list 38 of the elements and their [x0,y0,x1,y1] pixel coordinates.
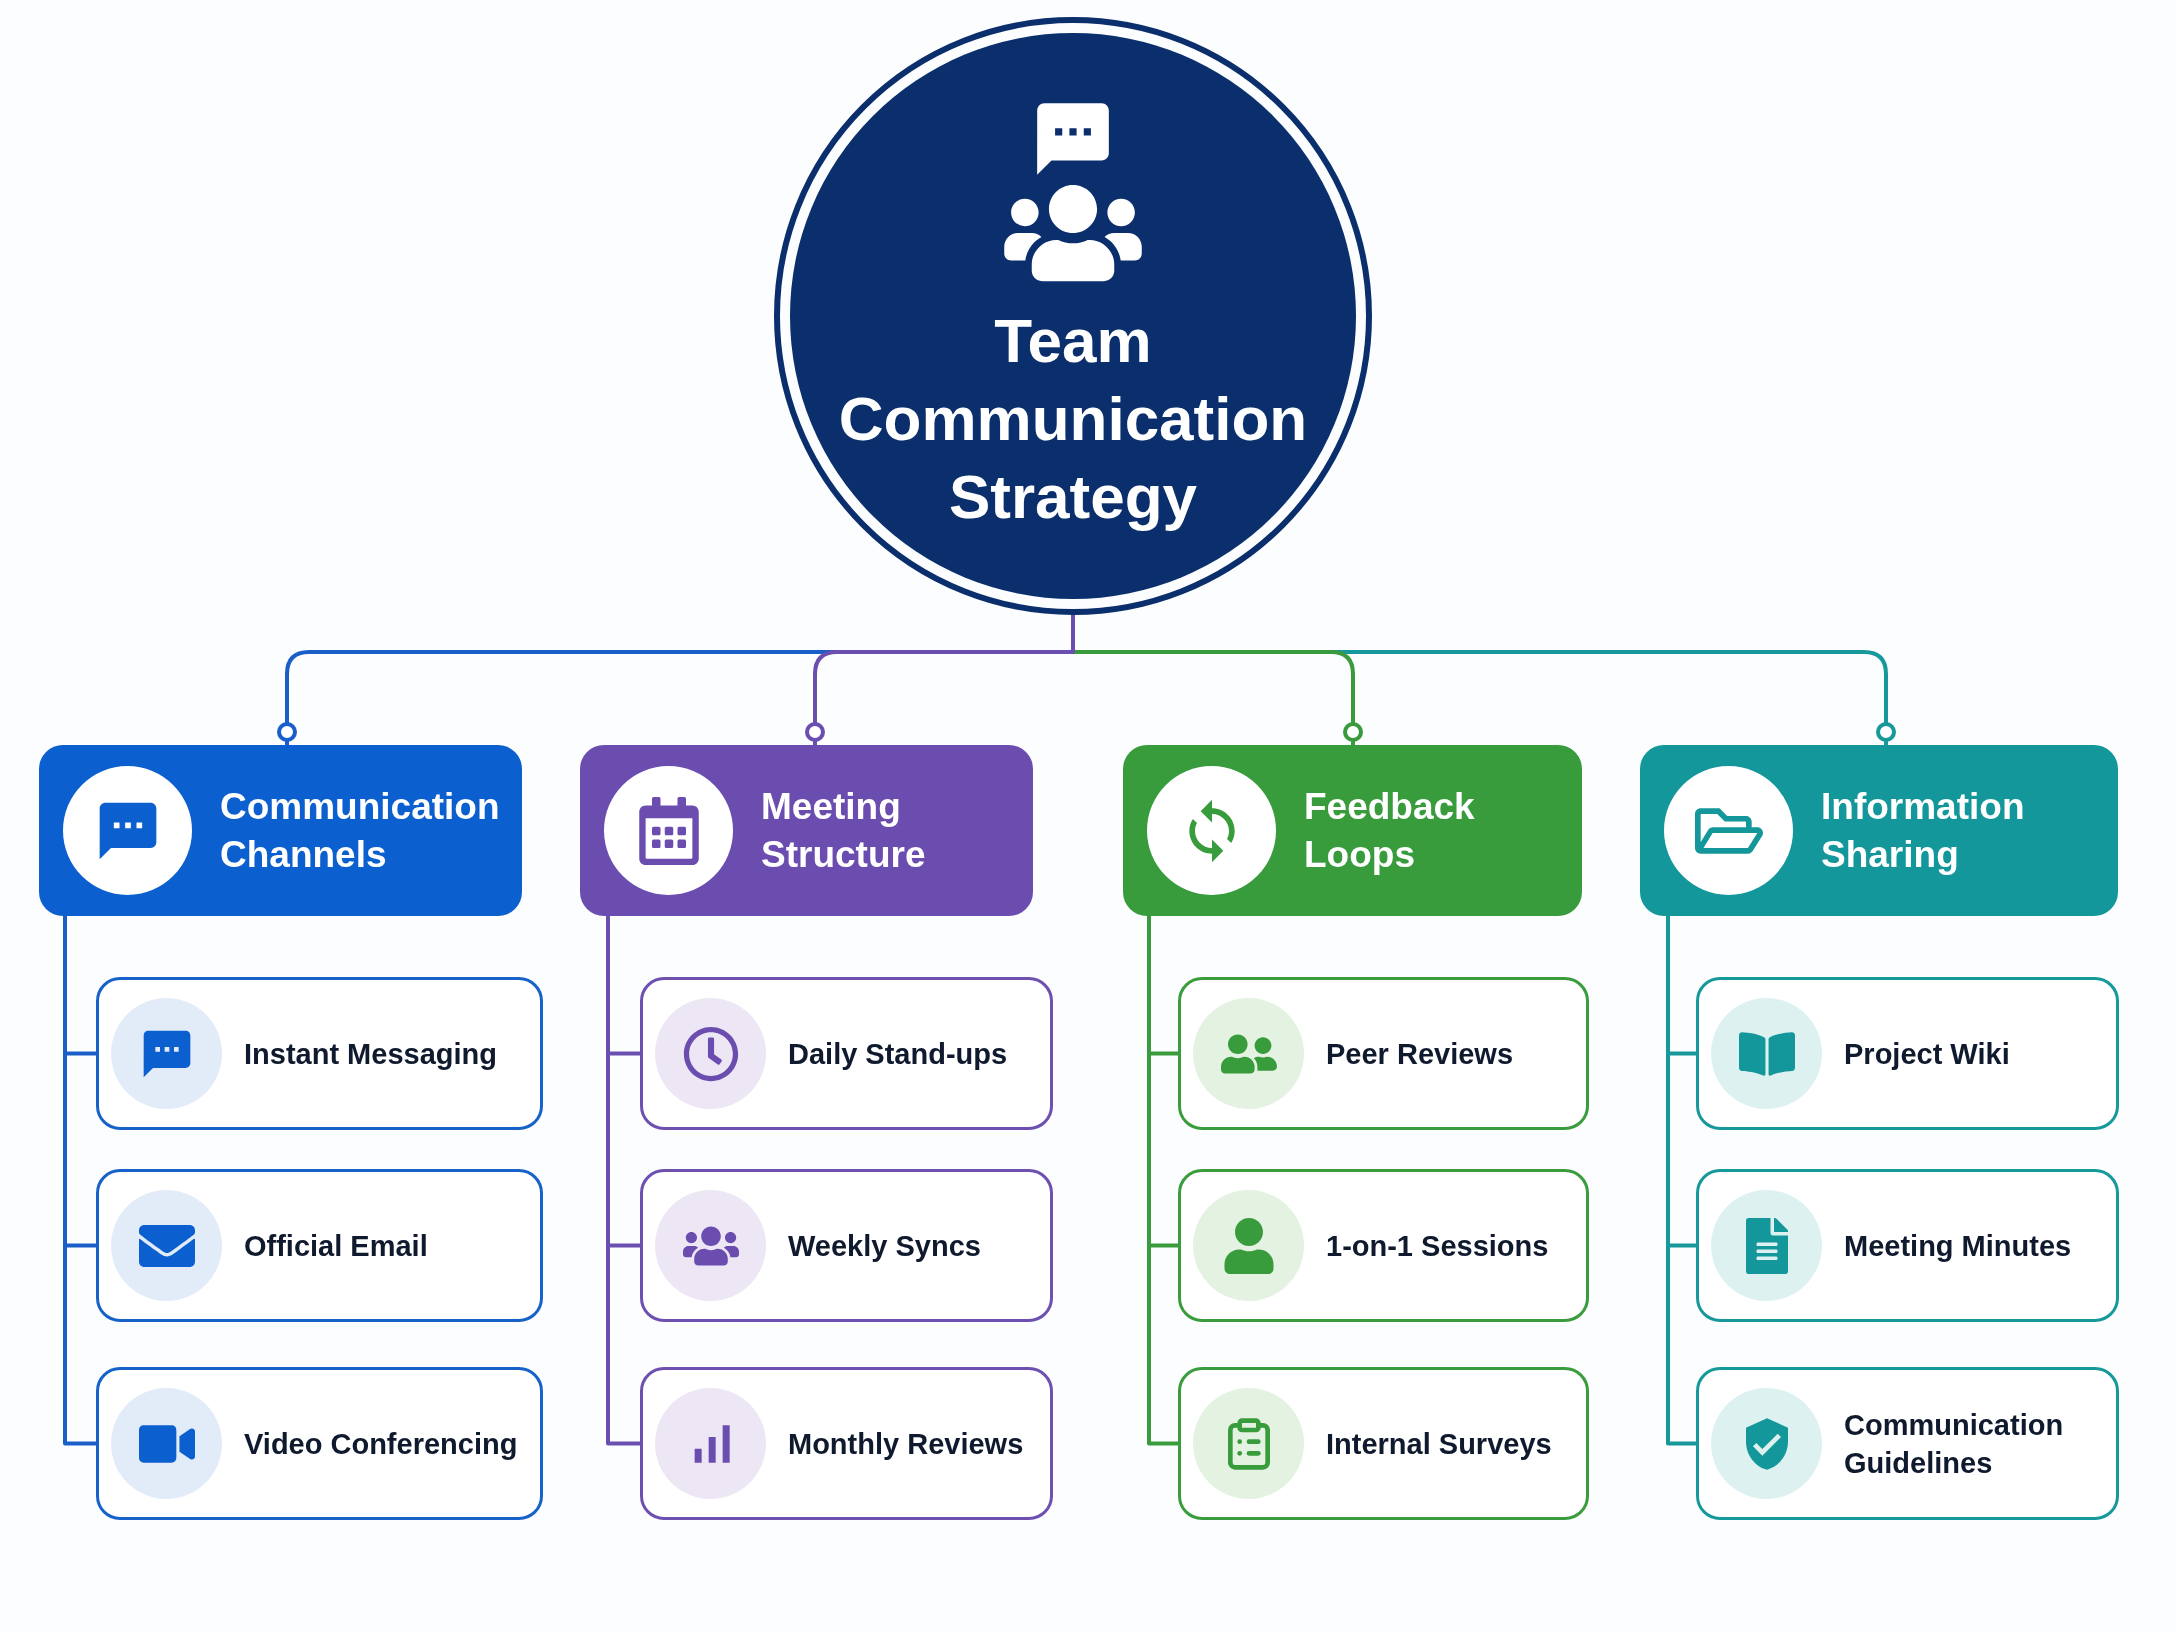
item-label: Instant Messaging [244,1036,497,1072]
category-title: Communication Channels [220,784,501,877]
item-card [1178,1367,1589,1520]
category-title: Information Sharing [1821,784,2026,877]
tree-connector [1666,916,1696,1446]
item-label: Monthly Reviews [788,1426,1024,1462]
tree-connector [1147,916,1178,1446]
item-card [640,1169,1053,1322]
item-label: Project Wiki [1844,1036,2010,1072]
item-card [96,1169,543,1322]
item-card [96,977,543,1130]
category-title: Meeting Structure [761,784,927,877]
hub-title: Team Communication Strategy [837,305,1309,533]
item-card [1696,1367,2119,1520]
item-label: Internal Surveys [1326,1426,1552,1462]
tree-connector [63,916,96,1446]
item-card [640,977,1053,1130]
category-header [39,745,522,916]
item-card [1696,977,2119,1130]
category-header [1640,745,2118,916]
item-label: Video Conferencing [244,1426,518,1462]
category-title: Feedback Loops [1304,784,1476,877]
item-card [96,1367,543,1520]
item-card [1178,1169,1589,1322]
item-label: Weekly Syncs [788,1228,981,1264]
item-label: 1-on-1 Sessions [1326,1228,1549,1264]
item-card [640,1367,1053,1520]
item-label: Official Email [244,1228,428,1264]
item-label: Peer Reviews [1326,1036,1513,1072]
category-header [580,745,1033,916]
item-label: Daily Stand-ups [788,1036,1008,1072]
item-card [1696,1169,2119,1322]
item-label: Communication Guidelines [1844,1407,2065,1481]
tree-connector [606,916,640,1446]
branch-connector [805,615,1075,745]
category-header [1123,745,1582,916]
item-label: Meeting Minutes [1844,1228,2072,1264]
item-card [1178,977,1589,1130]
